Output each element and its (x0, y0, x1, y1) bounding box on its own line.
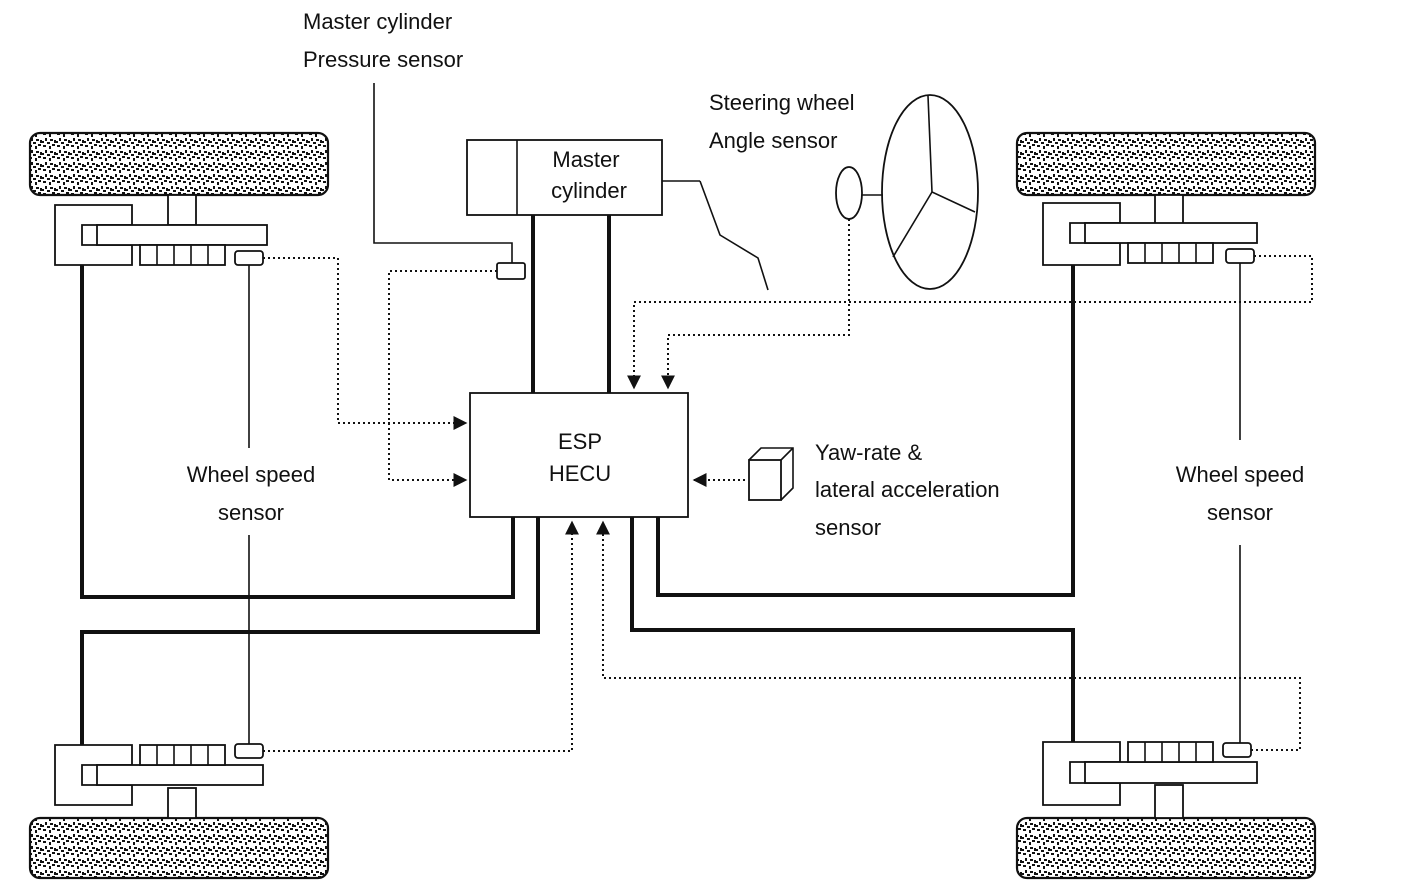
front-left-wheel-speed-sensor (234, 250, 264, 266)
steering-column-line (699, 180, 769, 291)
yaw-rate-label-line1: Yaw-rate & (815, 440, 923, 465)
right-wheel-speed-label-line1: Wheel speed (1176, 462, 1304, 487)
pressure-sensor-label-line2: Pressure sensor (303, 47, 463, 72)
rear-right-tire (1015, 816, 1317, 880)
left-wheel-speed-label-line2: sensor (218, 500, 284, 525)
front-left-brake-assembly (54, 194, 268, 266)
yaw-rate-label-line3: sensor (815, 515, 881, 540)
esp-hecu-label-line2: HECU (549, 461, 611, 486)
left-wheel-speed-label-line1: Wheel speed (187, 462, 315, 487)
steering-wheel (881, 94, 979, 290)
yaw-rate-label-line2: lateral acceleration (815, 477, 1000, 502)
front-right-tire (1015, 131, 1317, 197)
rear-left-wheel-speed-sensor (234, 743, 264, 759)
esp-hecu-unit: ESP HECU (469, 392, 689, 518)
rear-left-brake-assembly (54, 743, 264, 819)
steering-angle-sensor (835, 166, 883, 220)
master-cylinder-pressure-sensor (373, 83, 526, 280)
steering-angle-label-line2: Angle sensor (709, 128, 837, 153)
rear-right-brake-assembly (1042, 741, 1258, 819)
steering-angle-label-line1: Steering wheel (709, 90, 855, 115)
signal-lines (263, 219, 1313, 752)
front-right-wheel-speed-sensor (1225, 248, 1255, 264)
master-cylinder: Master cylinder (466, 139, 700, 216)
rear-left-tire (28, 816, 330, 880)
right-wheel-speed-label-line2: sensor (1207, 500, 1273, 525)
master-cylinder-label-line1: Master (552, 147, 619, 172)
front-left-tire (28, 131, 330, 197)
hydraulic-brake-lines (80, 215, 1075, 745)
pressure-sensor-label-line1: Master cylinder (303, 9, 452, 34)
esp-hecu-label-line1: ESP (558, 429, 602, 454)
master-cylinder-label-line2: cylinder (551, 178, 627, 203)
rear-right-wheel-speed-sensor (1222, 742, 1252, 758)
front-right-brake-assembly (1042, 194, 1258, 266)
yaw-rate-sensor (748, 447, 794, 501)
